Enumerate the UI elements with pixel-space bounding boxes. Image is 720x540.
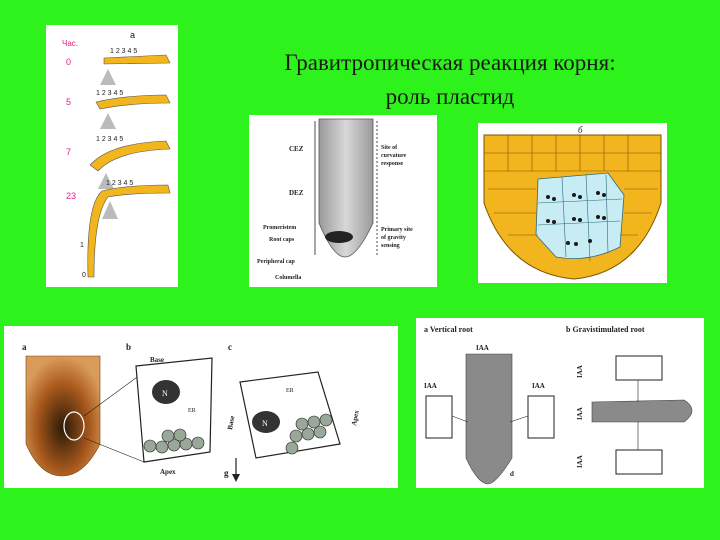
- cell-walls: [484, 135, 661, 236]
- columella-drawing: б: [483, 125, 662, 280]
- panel-label-c: c: [228, 342, 232, 352]
- timecourse-figure: Час. a 0 1 2 3 4 5 5 1 2 3 4 5 7 1 2 3 4…: [46, 25, 178, 287]
- gravity-wedge-4: [102, 201, 118, 219]
- base-label-c: Base: [226, 415, 236, 430]
- title-line-1: Гравитропическая реакция корня:: [284, 50, 616, 75]
- cell-box-right: [527, 395, 555, 439]
- nucleus-label-c: N: [262, 419, 268, 428]
- iaa-label-left: IAA: [424, 382, 437, 390]
- columella-cells: [535, 172, 625, 259]
- statocyte-figure: a b Base N ER Apex c Base N ER Apex g: [4, 326, 398, 488]
- nucleus-label-b: N: [162, 389, 168, 398]
- columella-figure: б: [478, 123, 667, 283]
- root-cap-photo: [25, 355, 101, 477]
- panel-label-b2: b: [126, 342, 131, 352]
- cell-box-lower: [615, 449, 663, 475]
- header-a: a: [130, 30, 135, 40]
- panel-label-a: a: [22, 342, 27, 352]
- columella-dark-spot: [325, 231, 353, 243]
- panel-label-d: d: [510, 470, 514, 478]
- zone-promeristem-label: Promeristem: [263, 225, 296, 231]
- marks-row-4: 1 2 3 4 5: [106, 180, 133, 187]
- marks-row-3: 1 2 3 4 5: [96, 136, 123, 143]
- zoom-line-bottom: [83, 437, 145, 463]
- link-right: [509, 415, 529, 423]
- zoom-line-top: [83, 371, 145, 417]
- cell-box-left: [425, 395, 453, 439]
- columella-walls: [537, 174, 623, 262]
- iaa-label-top: IAA: [476, 344, 489, 352]
- time-label-7: 7: [66, 147, 71, 157]
- iaa-figure: a Vertical root b Gravistimulated root I…: [416, 318, 704, 488]
- time-label-23: 23: [66, 191, 76, 201]
- marks-row-1: 1 2 3 4 5: [110, 48, 137, 55]
- zone-rootcaps-label: Root caps: [269, 237, 295, 243]
- amyloplast-dots: [546, 191, 606, 246]
- note-gravity-1: Primary site: [381, 227, 413, 233]
- amyloplasts-b: [143, 428, 205, 454]
- nucleus-c: [252, 411, 280, 433]
- root-row-2: [95, 94, 171, 110]
- bottom-mark-0: 0: [82, 272, 86, 279]
- root-row-4: [87, 184, 171, 278]
- slide-title: Гравитропическая реакция корня: роль пла…: [230, 46, 670, 114]
- link-left: [451, 415, 469, 423]
- cell-box-upper: [615, 355, 663, 381]
- iaa-drawing: a Vertical root b Gravistimulated root I…: [424, 325, 693, 485]
- root-row-3: [89, 140, 171, 172]
- gravity-arrowhead: [232, 474, 240, 482]
- amyloplasts-c: [285, 413, 333, 455]
- zone-columella-label: Columella: [275, 275, 301, 281]
- base-label-b: Base: [150, 356, 164, 364]
- panel-label-b: б: [578, 125, 583, 135]
- zone-peripheral-label: Peripheral cap: [257, 259, 295, 265]
- time-label-0: 0: [66, 57, 71, 67]
- header-hours: Час.: [62, 39, 78, 48]
- gravity-wedge-1: [100, 69, 116, 85]
- title-vertical-root: a Vertical root: [424, 325, 473, 334]
- gravity-wedge-2: [100, 113, 116, 129]
- root-zones-figure: CEZ DEZ Promeristem Root caps Peripheral…: [249, 115, 437, 287]
- note-curvature-3: response: [381, 161, 404, 167]
- note-curvature-1: Site of: [381, 145, 398, 151]
- title-gravistimulated-root: b Gravistimulated root: [566, 325, 645, 334]
- iaa-label-b-top: IAA: [576, 365, 584, 378]
- iaa-label-right: IAA: [532, 382, 545, 390]
- vertical-root-photo: [465, 353, 513, 485]
- gravity-label-g: g: [224, 468, 229, 478]
- apex-label-b: Apex: [160, 468, 176, 476]
- root-row-1: [103, 54, 171, 65]
- highlighted-cell: [63, 411, 85, 441]
- note-gravity-3: sensing: [381, 243, 400, 249]
- er-label-b: ER: [188, 408, 196, 414]
- er-label-c: ER: [286, 388, 294, 394]
- note-gravity-2: of gravity: [381, 235, 406, 241]
- note-curvature-2: curvature: [381, 153, 407, 159]
- bottom-mark-1: 1: [80, 242, 84, 249]
- root-zones-drawing: CEZ DEZ Promeristem Root caps Peripheral…: [257, 118, 413, 281]
- iaa-label-b-bottom: IAA: [576, 455, 584, 468]
- zone-cez-label: CEZ: [289, 145, 304, 153]
- horizontal-root-photo: [591, 399, 693, 423]
- statocyte-tilted: [239, 371, 341, 459]
- statocyte-drawing: a b Base N ER Apex c Base N ER Apex g: [22, 342, 361, 482]
- zone-dez-label: DEZ: [289, 189, 304, 197]
- title-line-2: роль пластид: [385, 84, 515, 109]
- time-label-5: 5: [66, 97, 71, 107]
- marks-row-2: 1 2 3 4 5: [96, 90, 123, 97]
- apex-label-c: Apex: [350, 409, 361, 426]
- timecourse-drawing: Час. a 0 1 2 3 4 5 5 1 2 3 4 5 7 1 2 3 4…: [62, 30, 171, 279]
- nucleus-b: [152, 380, 180, 404]
- statocyte-vertical: [135, 357, 213, 463]
- iaa-label-b-middle: IAA: [576, 407, 584, 420]
- gravity-wedge-3: [98, 173, 114, 189]
